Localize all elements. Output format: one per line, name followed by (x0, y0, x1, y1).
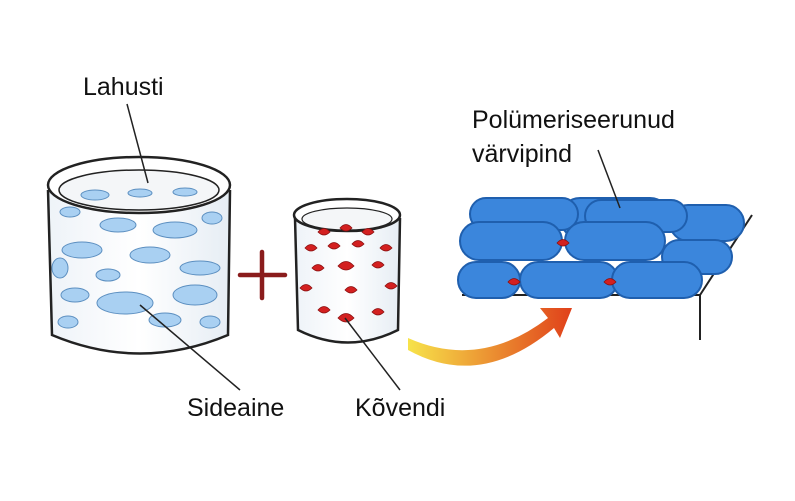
binder-jar (48, 157, 230, 354)
polymerized-film (458, 198, 752, 340)
plus-icon (240, 252, 285, 298)
film-label-line1: Polümeriseerunud (472, 106, 675, 134)
solvent-label: Lahusti (83, 73, 164, 101)
film-label-line2: värvipind (472, 140, 572, 168)
curved-arrow-icon (408, 308, 572, 366)
binder-label: Sideaine (187, 394, 284, 422)
hardener-label: Kõvendi (355, 394, 445, 422)
